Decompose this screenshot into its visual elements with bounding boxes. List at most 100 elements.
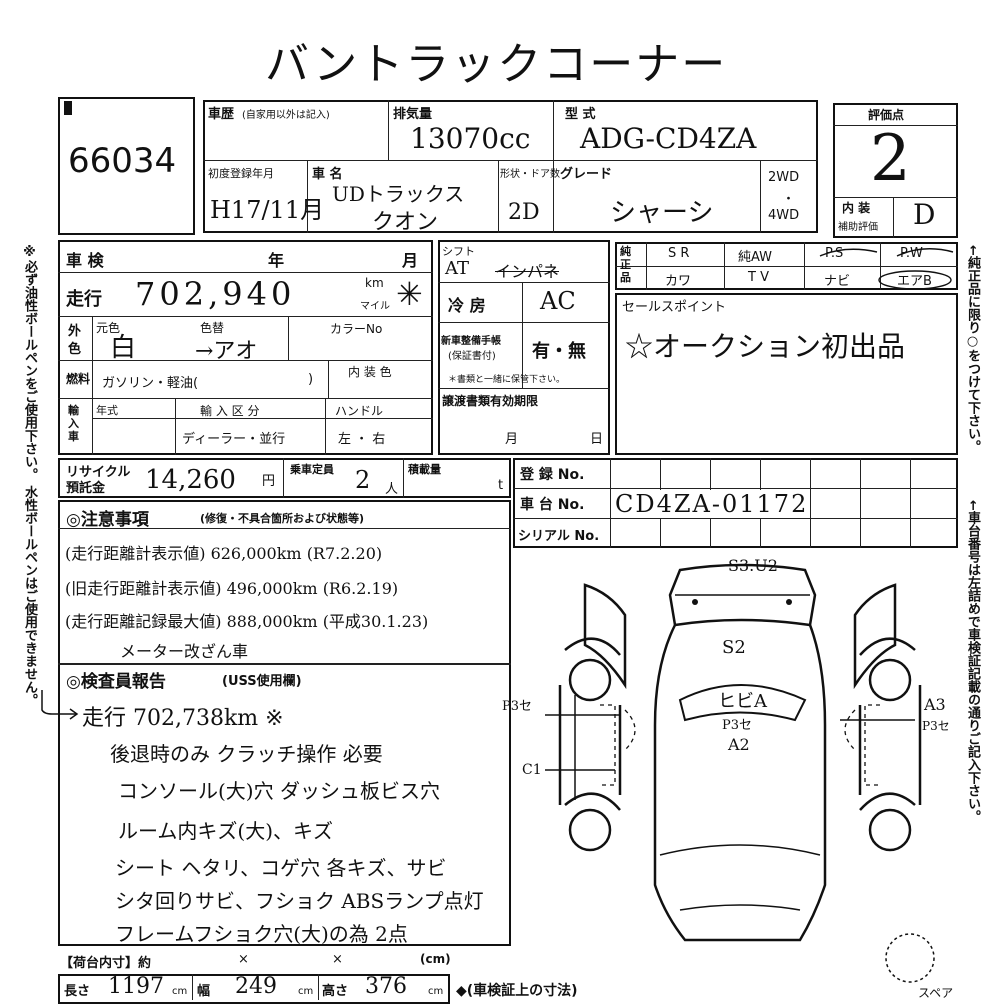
color-orig-value: 白: [110, 333, 137, 363]
length-value: 1197: [108, 974, 164, 999]
score-label: 評価点: [868, 108, 905, 122]
notes-line-2: (旧走行距離計表示値) 496,000km (R6.2.19): [65, 579, 399, 598]
report-line-6: シタ回りサビ、フショク ABSランプ点灯: [115, 889, 484, 913]
width-value: 249: [235, 974, 277, 999]
mileage-cross-mark: ✳: [396, 275, 423, 313]
aircon-value: AC: [540, 287, 576, 315]
shift-struck: インパネ: [495, 262, 560, 281]
inspection-label: 車 検: [66, 251, 104, 270]
diagram-windshield: [678, 684, 807, 722]
length-unit: cm: [172, 986, 188, 997]
grade-label: グレード: [560, 167, 613, 182]
model-type-label: 型 式: [565, 107, 596, 122]
diagram-mark-left-p: P3セ: [502, 699, 533, 714]
recycle-row: [58, 458, 511, 498]
diagram-wheel-rl: [568, 658, 612, 702]
report-line-5: シート ヘタリ、コゲ穴 各キズ、サビ: [115, 856, 447, 880]
side-note-right-1: ←純正品に限り○をつけて下さい。: [965, 245, 980, 453]
vehicle-grid: [58, 240, 433, 455]
report-subtitle: (USS使用欄): [222, 674, 302, 689]
recycle-sublabel: 預託金: [66, 481, 106, 496]
manual-sublabel: (保証書付): [448, 351, 496, 362]
cargo-x2: ×: [332, 952, 343, 967]
capacity-unit: 人: [385, 482, 399, 497]
report-line-3: コンソール(大)穴 ダッシュ板ビス穴: [118, 779, 440, 803]
mileage-value: 702,940: [135, 275, 296, 313]
first-reg-label: 初度登録年月: [208, 167, 274, 180]
shift-value: AT: [445, 258, 470, 279]
vehicle-diagram: [545, 563, 922, 942]
sales-point-value: ☆オークション初出品: [625, 330, 906, 363]
diagram-front-line: [659, 844, 821, 856]
diagram-wheel-arch-rl: [564, 637, 621, 656]
cargo-label: 【荷台内寸】約: [60, 956, 152, 971]
handle-value: 左 ・ 右: [338, 432, 386, 447]
registration-grid: [513, 458, 958, 548]
option-airbag: エアB: [897, 274, 932, 289]
mileage-unit-km: km: [365, 276, 384, 290]
option-mark-strokes: [819, 248, 954, 290]
color-change-label: 色替: [200, 321, 225, 335]
diagram-mark-right-a: A3: [924, 695, 946, 714]
options-label: 純正品: [620, 245, 631, 284]
diagram-wheel-arch-rr: [859, 637, 916, 656]
color-outer-label: 外: [68, 324, 82, 339]
displacement-label: 排気量: [393, 107, 433, 122]
history-note: (自家用以外は記入): [242, 110, 330, 121]
import-type-label: 輸 入 区 分: [200, 404, 260, 418]
manual-label: 新車整備手帳: [441, 336, 501, 347]
notes-report-box: [58, 500, 511, 946]
drive-sep: ・: [782, 192, 796, 207]
handle-label: ハンドル: [335, 404, 384, 418]
spare-label: スペア: [918, 986, 954, 1000]
info-block-top: [203, 100, 818, 233]
color-code-label: カラーNo: [330, 322, 383, 336]
displacement-value: 13070cc: [410, 122, 531, 155]
recycle-value: 14,260: [145, 465, 236, 495]
height-label: 高さ: [322, 984, 349, 999]
transfer-label: 譲渡書類有効期限: [442, 394, 539, 408]
cargo-x1: ×: [238, 952, 249, 967]
report-line-1: 走行 702,738km ※: [82, 706, 284, 731]
diagram-wheel-fr: [868, 808, 912, 852]
diagram-dashed-right: [864, 704, 880, 786]
diagram-side-left: [558, 685, 622, 805]
transfer-day: 日: [590, 432, 604, 447]
length-label: 長さ: [64, 984, 91, 999]
interior-color-label: 内 装 色: [348, 365, 392, 379]
notes-line-4: メーター改ざん車: [120, 642, 249, 661]
notes-title: ◎注意事項: [66, 510, 149, 530]
diagram-mark-left-c: C1: [522, 762, 542, 778]
car-model: クオン: [372, 210, 439, 235]
diagram-mirror-left: [692, 599, 698, 605]
color-outer-label2: 色: [68, 342, 82, 357]
fuel-label: 燃料: [66, 372, 91, 386]
color-new-value: →アオ: [195, 339, 258, 364]
car-name-label: 車 名: [312, 167, 343, 182]
drive-2wd: 2WD: [768, 170, 800, 185]
option-tv: T V: [748, 270, 769, 285]
report-arrow: [41, 690, 79, 720]
inspection-month: 月: [402, 251, 419, 270]
lot-corner-mark: [64, 101, 72, 115]
doors-label: 形状・ドア数: [500, 169, 560, 180]
sales-point-box: [615, 293, 958, 455]
manual-value: 有・無: [532, 341, 586, 362]
diagram-mark-windshield: ヒビA: [718, 691, 767, 712]
capacity-value: 2: [355, 466, 371, 494]
diagram-mark-body: S2: [722, 637, 746, 658]
chassis-value: CD4ZA-01172: [615, 490, 809, 518]
width-unit: cm: [298, 986, 314, 997]
option-aw: 純AW: [738, 250, 773, 265]
aircon-label: 冷 房: [448, 296, 486, 315]
load-unit: t: [498, 478, 504, 493]
manual-note: ＊書類と一緒に保管下さい。: [448, 375, 566, 385]
inspection-year: 年: [268, 251, 285, 270]
import-label: 輸入車: [68, 404, 79, 443]
car-maker: UDトラックス: [332, 182, 465, 206]
option-sr: S R: [668, 246, 690, 261]
score-value: 2: [870, 122, 911, 196]
notes-line-1: (走行距離計表示値) 626,000km (R7.2.20): [65, 544, 383, 563]
lot-number-box: 66034: [58, 97, 195, 235]
cargo-unit: (cm): [420, 952, 451, 966]
